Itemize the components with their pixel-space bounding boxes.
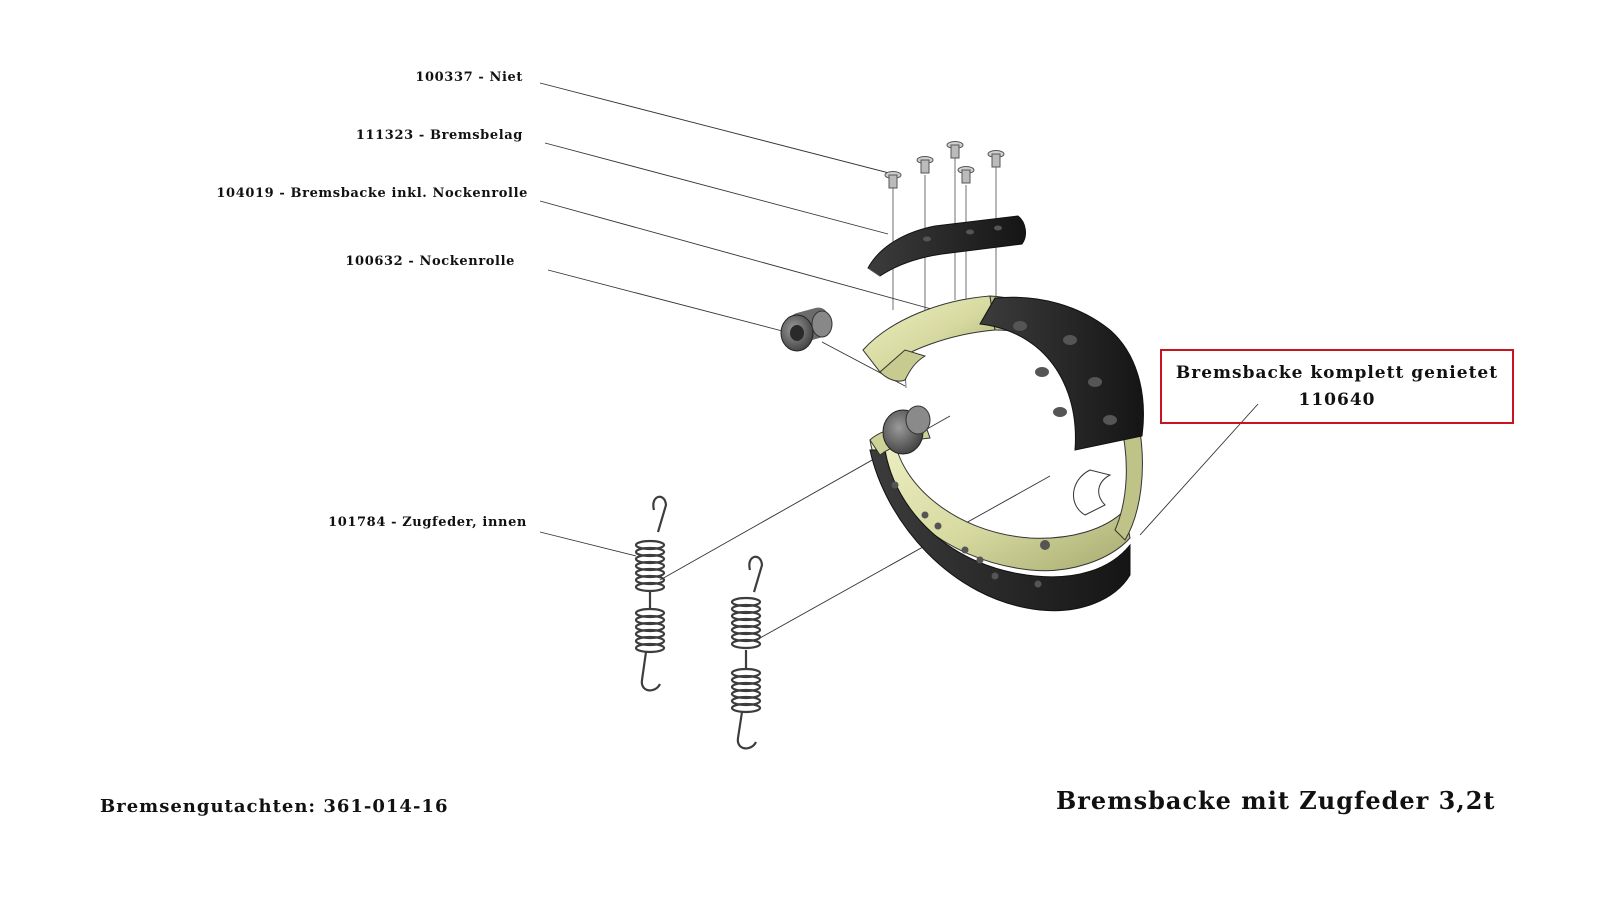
report-number: Bremsengutachten: 361-014-16 — [100, 796, 449, 817]
cam-roller-icon — [780, 307, 833, 352]
rivet-icon — [884, 141, 1005, 189]
leader-line-lining — [544, 142, 889, 235]
leader-line-spring — [539, 531, 637, 557]
brake-lining-icon — [867, 215, 1026, 277]
part-label-cam-roller: 100632 - Nockenrolle — [345, 254, 515, 269]
part-label-brake-shoe: 104019 - Bremsbacke inkl. Nockenrolle — [216, 186, 528, 201]
part-label-spring: 101784 - Zugfeder, innen — [328, 515, 527, 530]
part-label-brake-lining: 111323 - Bremsbelag — [355, 128, 523, 143]
leader-line-shoe — [539, 200, 936, 311]
leader-line-assembly — [1139, 403, 1259, 536]
assembly-number: 110640 — [1298, 390, 1376, 410]
part-label-rivet: 100337 - Niet — [415, 70, 523, 85]
spring-icon — [634, 495, 764, 750]
drawing-title: Bremsbacke mit Zugfeder 3,2t — [1056, 786, 1496, 815]
leader-line-roller — [547, 269, 791, 334]
leader-line-rivet — [539, 82, 894, 175]
assembly-callout: Bremsbacke komplett genietet 110640 — [1160, 349, 1514, 424]
brake-shoe-icon — [862, 295, 1144, 612]
assembly-title: Bremsbacke komplett genietet — [1175, 363, 1499, 383]
